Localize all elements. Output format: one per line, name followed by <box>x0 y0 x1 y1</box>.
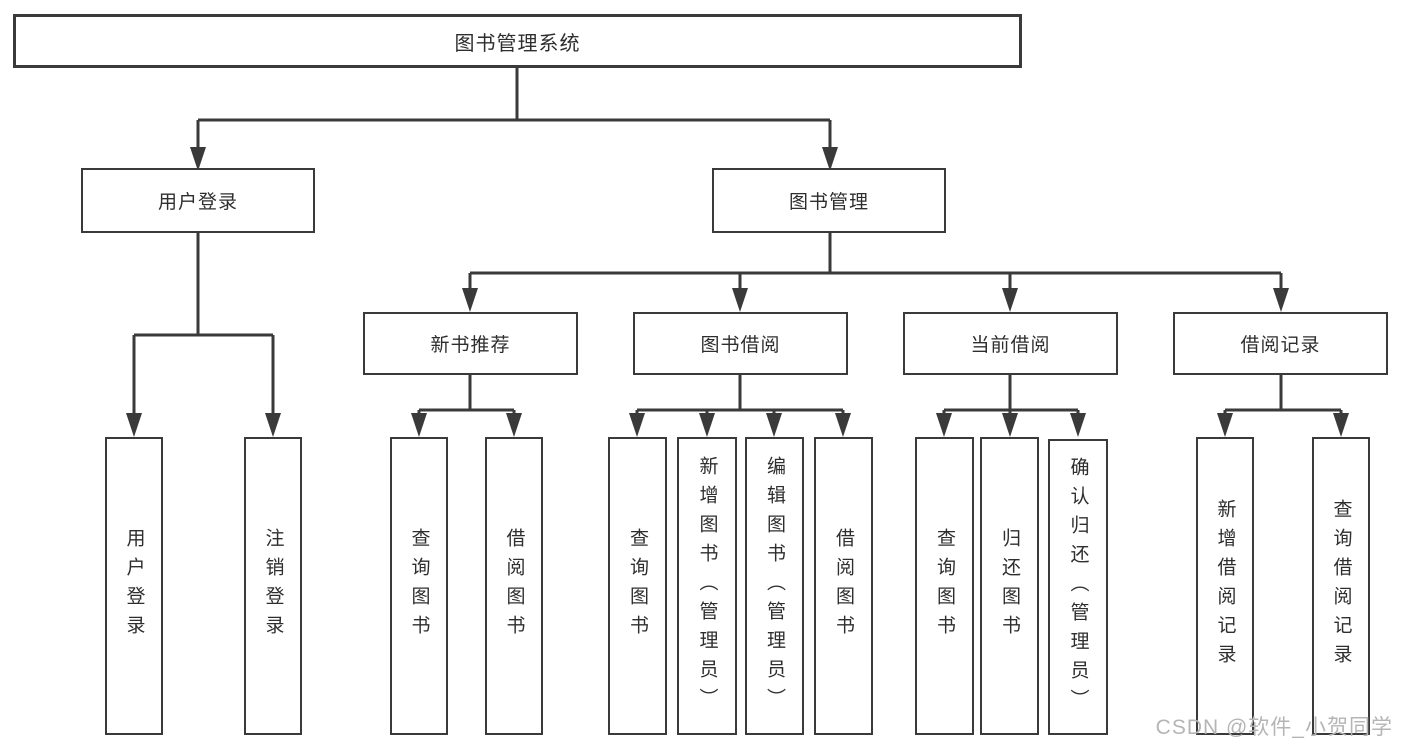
leaf-label: 归还图书 <box>999 528 1020 644</box>
leaf-label: 查询图书 <box>408 528 430 644</box>
node-new-book-recommend: 新书推荐 <box>363 312 578 375</box>
leaf-label: 确认归还（管理员） <box>1067 456 1089 718</box>
leaf-user-login: 用户登录 <box>105 437 163 735</box>
leaf-bb-borrow-books: 借阅图书 <box>814 437 873 735</box>
leaf-label: 新增图书（管理员） <box>696 455 718 717</box>
leaf-bb-add-books-admin: 新增图书（管理员） <box>677 437 737 735</box>
node-book-borrowing: 图书借阅 <box>633 312 848 375</box>
leaf-label: 新增借阅记录 <box>1214 499 1236 673</box>
leaf-label: 查询图书 <box>627 528 648 644</box>
node-user-login: 用户登录 <box>81 168 315 233</box>
leaf-bb-query-books: 查询图书 <box>608 437 667 735</box>
leaf-label: 借阅图书 <box>833 528 854 644</box>
leaf-rec-query-books: 查询图书 <box>390 437 448 735</box>
leaf-br-add-record: 新增借阅记录 <box>1196 437 1254 735</box>
leaf-cb-return-books: 归还图书 <box>980 437 1039 735</box>
leaf-label: 查询借阅记录 <box>1330 499 1352 673</box>
leaf-label: 借阅图书 <box>503 528 525 644</box>
node-borrowing-records: 借阅记录 <box>1173 312 1388 375</box>
node-root: 图书管理系统 <box>13 14 1022 68</box>
leaf-label: 查询图书 <box>934 528 955 644</box>
leaf-label: 注销登录 <box>262 528 284 644</box>
leaf-label: 用户登录 <box>123 528 145 644</box>
leaf-logout: 注销登录 <box>244 437 302 735</box>
node-book-management: 图书管理 <box>712 168 946 233</box>
leaf-cb-query-books: 查询图书 <box>915 437 974 735</box>
leaf-br-query-record: 查询借阅记录 <box>1312 437 1370 735</box>
watermark-text: CSDN @软件_小贺同学 <box>1155 716 1393 739</box>
leaf-rec-borrow-books: 借阅图书 <box>485 437 543 735</box>
leaf-label: 编辑图书（管理员） <box>764 455 785 717</box>
leaf-bb-edit-books-admin: 编辑图书（管理员） <box>745 437 804 735</box>
arrowheads <box>126 147 1349 437</box>
node-current-borrowing: 当前借阅 <box>903 312 1118 375</box>
leaf-cb-confirm-return-admin: 确认归还（管理员） <box>1048 439 1108 735</box>
